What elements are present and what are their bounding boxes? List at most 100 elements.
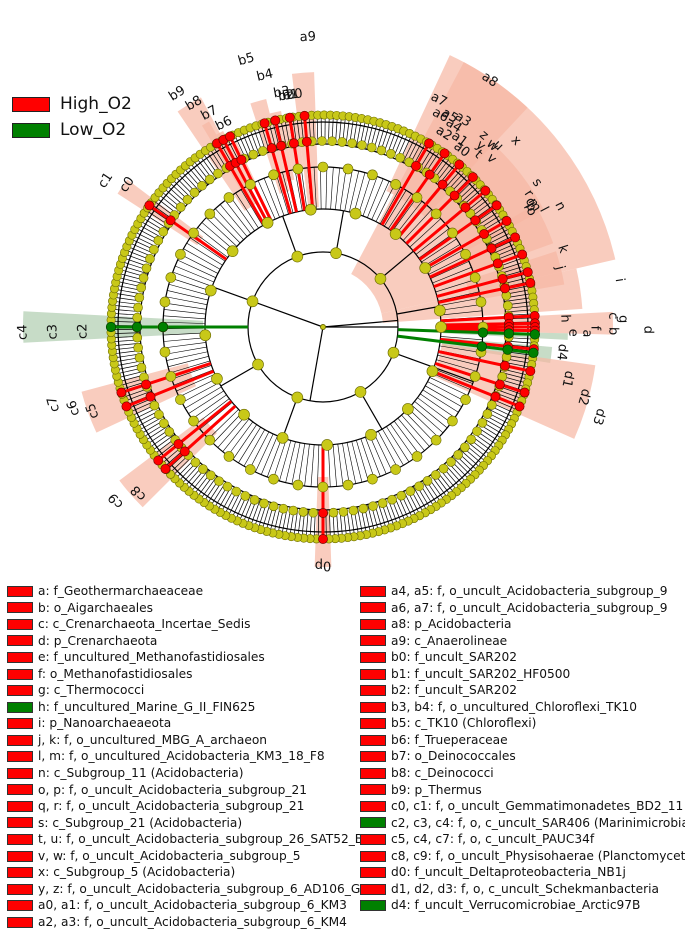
node bbox=[205, 209, 215, 219]
key-swatch bbox=[360, 751, 386, 762]
key-swatch bbox=[360, 817, 386, 828]
branch-spoke bbox=[215, 209, 243, 240]
branch-spoke bbox=[211, 213, 240, 243]
taxon-key-right: a4, a5: f, o_uncult_Acidobacteria_subgro… bbox=[360, 583, 685, 914]
node bbox=[436, 322, 447, 333]
node bbox=[198, 465, 207, 474]
key-text: a9: c_Anaerolineae bbox=[391, 633, 507, 650]
high-node bbox=[225, 132, 234, 141]
key-swatch bbox=[7, 635, 33, 646]
key-row: y, z: f, o_uncult_Acidobacteria_subgroup… bbox=[7, 881, 371, 898]
key-row: a6, a7: f, o_uncult_Acidobacteria_subgro… bbox=[360, 600, 685, 617]
key-text: a: f_Geothermarchaeaceae bbox=[38, 583, 203, 600]
clade-label: b5 bbox=[236, 50, 256, 69]
legend-swatch-high bbox=[12, 97, 50, 112]
branch-spoke bbox=[298, 444, 304, 485]
legend-low-o2: Low_O2 bbox=[12, 120, 126, 140]
key-swatch bbox=[360, 619, 386, 630]
branch-spoke bbox=[220, 204, 247, 236]
node bbox=[223, 482, 232, 491]
key-row: o, p: f, o_uncult_Acidobacteria_subgroup… bbox=[7, 782, 371, 799]
node bbox=[259, 499, 268, 508]
high-node bbox=[511, 233, 520, 242]
node bbox=[289, 506, 298, 515]
key-text: g: c_Thermococci bbox=[38, 682, 144, 699]
high-node bbox=[468, 172, 477, 181]
key-swatch bbox=[7, 768, 33, 779]
node bbox=[470, 371, 480, 381]
branch-spoke bbox=[173, 272, 212, 286]
node bbox=[339, 507, 348, 516]
key-row: d: p_Crenarchaeota bbox=[7, 633, 371, 650]
node bbox=[331, 248, 342, 259]
key-row: a4, a5: f, o_uncult_Acidobacteria_subgro… bbox=[360, 583, 685, 600]
clade-label: c6 bbox=[64, 398, 83, 417]
key-swatch bbox=[360, 702, 386, 713]
high-node bbox=[520, 388, 529, 397]
node bbox=[447, 457, 456, 466]
low-node bbox=[158, 322, 168, 332]
node bbox=[377, 146, 386, 155]
high-node bbox=[481, 186, 490, 195]
high-node bbox=[500, 284, 509, 293]
branch-spoke bbox=[185, 387, 221, 408]
branch-spoke bbox=[169, 284, 209, 295]
branch-spoke bbox=[292, 443, 300, 484]
key-row: b2: f_uncult_SAR202 bbox=[360, 682, 685, 699]
key-text: f: o_Methanofastidiosales bbox=[38, 666, 192, 683]
key-swatch bbox=[360, 669, 386, 680]
high-node bbox=[502, 216, 511, 225]
high-node bbox=[498, 274, 507, 283]
key-swatch bbox=[7, 884, 33, 895]
key-text: a4, a5: f, o_uncult_Acidobacteria_subgro… bbox=[391, 583, 668, 600]
key-text: b3, b4: f, o_uncultured_Chloroflexi_TK10 bbox=[391, 699, 637, 716]
clade-label: c7 bbox=[45, 395, 64, 414]
high-node bbox=[500, 361, 509, 370]
node bbox=[165, 427, 174, 436]
key-swatch bbox=[7, 900, 33, 911]
node bbox=[142, 264, 151, 273]
cladogram-branch bbox=[283, 216, 298, 256]
branch-spoke bbox=[305, 444, 310, 486]
node bbox=[318, 482, 328, 492]
high-node bbox=[461, 203, 470, 212]
key-swatch bbox=[7, 586, 33, 597]
node bbox=[200, 330, 211, 341]
node bbox=[224, 451, 234, 461]
node bbox=[249, 150, 258, 159]
node bbox=[329, 508, 338, 517]
legend-swatch-low bbox=[12, 123, 50, 138]
high-node bbox=[122, 402, 131, 411]
node bbox=[349, 506, 358, 515]
node bbox=[406, 487, 415, 496]
node bbox=[454, 450, 463, 459]
cladogram-branch bbox=[310, 327, 323, 401]
branch-spoke bbox=[194, 233, 228, 258]
key-row: d4: f_uncult_Verrucomicrobiae_Arctic97B bbox=[360, 897, 685, 914]
clade-label: c2 bbox=[75, 323, 90, 339]
key-swatch bbox=[7, 602, 33, 613]
node bbox=[150, 401, 159, 410]
node bbox=[159, 419, 168, 428]
node bbox=[245, 179, 255, 189]
high-node bbox=[161, 464, 170, 473]
node bbox=[160, 297, 170, 307]
node bbox=[241, 491, 250, 500]
node bbox=[279, 504, 288, 513]
high-node bbox=[450, 191, 459, 200]
branch-spoke bbox=[425, 386, 461, 407]
key-text: d4: f_uncult_Verrucomicrobiae_Arctic97B bbox=[391, 897, 640, 914]
key-text: b1: f_uncult_SAR202_HF0500 bbox=[391, 666, 570, 683]
branch-spoke bbox=[352, 441, 362, 482]
branch-spoke bbox=[163, 316, 205, 319]
key-text: n: c_Subgroup_11 (Acidobacteria) bbox=[38, 765, 244, 782]
key-text: v, w: f, o_uncult_Acidobacteria_subgroup… bbox=[38, 848, 301, 865]
clade-label: d3 bbox=[589, 406, 608, 426]
key-text: d1, d2, d3: f, o, c_uncult_Schekmanbacte… bbox=[391, 881, 659, 898]
key-text: a6, a7: f, o_uncult_Acidobacteria_subgro… bbox=[391, 600, 668, 617]
node bbox=[247, 296, 258, 307]
node bbox=[166, 273, 176, 283]
cladogram-branch bbox=[361, 392, 383, 429]
branch-spoke bbox=[233, 425, 257, 460]
